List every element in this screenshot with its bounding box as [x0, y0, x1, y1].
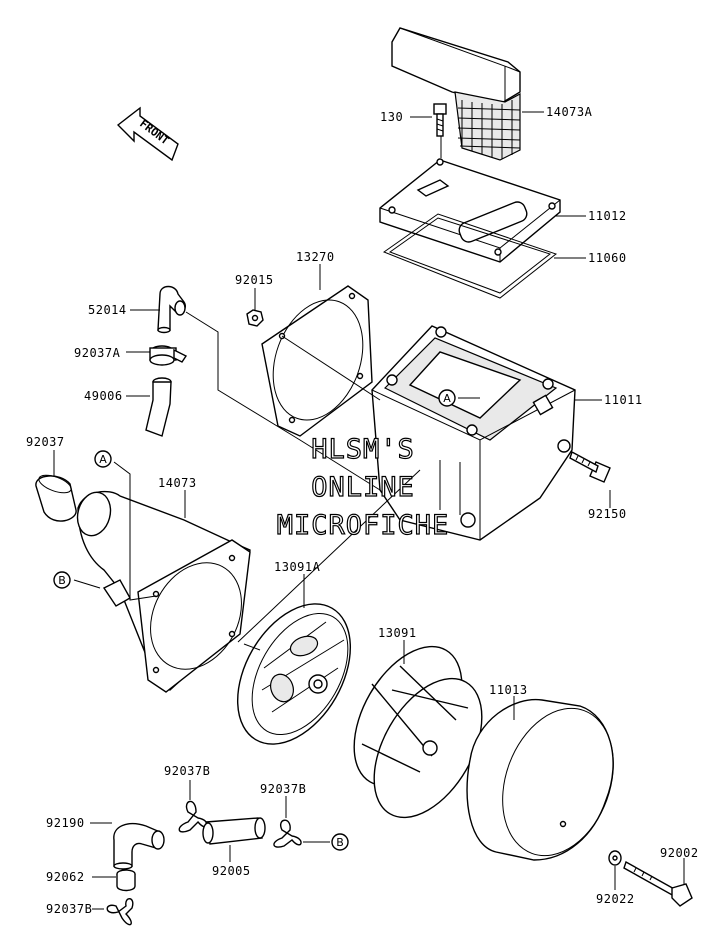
callout-b-1: B: [53, 571, 71, 589]
label-13091A: 13091A: [274, 560, 321, 574]
cap-92062: [116, 869, 136, 892]
filter-frame-13091: [353, 645, 483, 819]
label-92037B-1: 92037B: [164, 764, 210, 778]
callout-a-1: A: [94, 450, 112, 468]
clip-92037B-2: [273, 819, 302, 848]
label-92005: 92005: [212, 864, 251, 878]
label-92062: 92062: [46, 870, 85, 884]
clip-92037B-3: [106, 898, 134, 926]
callout-a-2: A: [438, 389, 456, 407]
callout-b-1-letter: B: [58, 574, 66, 587]
foam-filter-11013: [466, 698, 614, 861]
label-92190: 92190: [46, 816, 85, 830]
label-14073: 14073: [158, 476, 197, 490]
watermark-line-2: ONLINE: [311, 472, 415, 503]
label-92037B-2: 92037B: [260, 782, 306, 796]
label-52014: 52014: [88, 303, 127, 317]
gasket-11060: [382, 213, 558, 299]
label-92150: 92150: [588, 507, 627, 521]
clamp-92037: [35, 474, 77, 522]
gasket-plate-13270: [261, 285, 373, 437]
label-92037B-3: 92037B: [46, 902, 92, 916]
label-11060: 11060: [588, 251, 627, 265]
clamp-92037A: [149, 345, 188, 366]
label-13091: 13091: [378, 626, 417, 640]
stud-bolt-92002: [623, 860, 693, 907]
label-49006: 49006: [84, 389, 123, 403]
intake-duct-14073: [76, 490, 251, 693]
label-92037A: 92037A: [74, 346, 121, 360]
label-92037: 92037: [26, 435, 65, 449]
label-130: 130: [380, 110, 403, 124]
label-14073A: 14073A: [546, 105, 593, 119]
screw-130: [433, 103, 447, 158]
hose-elbow-92190: [113, 822, 165, 870]
front-arrow-icon: FRONT: [116, 106, 179, 162]
washer-92022: [608, 850, 622, 866]
label-92022: 92022: [596, 892, 635, 906]
reducer-49006: [145, 377, 172, 437]
fitting-52014: [157, 285, 186, 334]
cover-11012: [379, 158, 561, 263]
pipe-92005: [202, 817, 266, 845]
nut-92015: [246, 309, 264, 327]
label-92002: 92002: [660, 846, 699, 860]
label-92015: 92015: [235, 273, 274, 287]
callout-a-2-letter: A: [443, 392, 451, 405]
part-labels: 130 14073A 11012 11060 13270 92015 52014…: [26, 105, 699, 916]
intake-snorkel-14073A: [391, 27, 521, 161]
airbox-housing-11011: [371, 325, 576, 541]
bolt-92150: [569, 450, 611, 483]
callout-b-2-letter: B: [336, 836, 344, 849]
leader-lines: [53, 111, 685, 910]
callout-b-2: B: [331, 833, 349, 851]
back-plate-13091A: [236, 603, 352, 745]
label-11013: 11013: [489, 683, 528, 697]
watermark-line-3: MICROFICHE: [277, 510, 450, 541]
label-11012: 11012: [588, 209, 627, 223]
watermark-line-1: HLSM'S: [311, 434, 415, 465]
watermark: HLSM'S ONLINE MICROFICHE: [276, 433, 450, 541]
clip-92037B-1: [178, 800, 208, 833]
label-13270: 13270: [296, 250, 335, 264]
callout-a-1-letter: A: [99, 453, 107, 466]
label-11011: 11011: [604, 393, 643, 407]
